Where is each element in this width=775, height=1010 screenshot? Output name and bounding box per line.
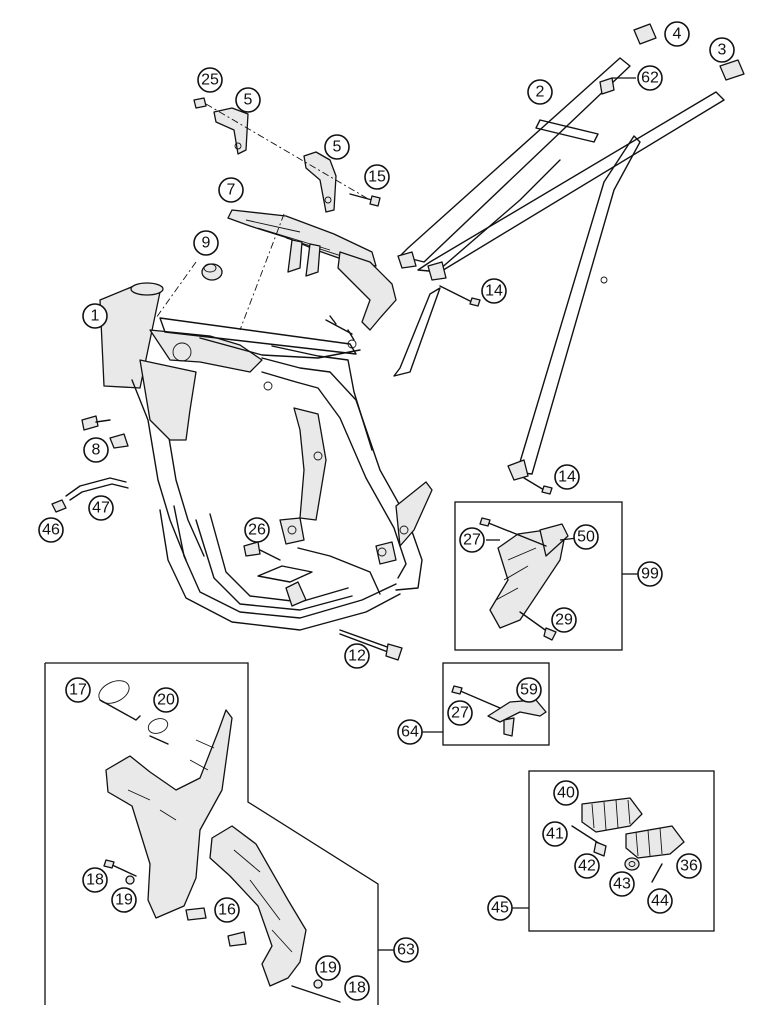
callout-27b: 27 xyxy=(447,700,473,726)
callout-5b: 5 xyxy=(324,134,350,160)
svg-text:46: 46 xyxy=(42,522,60,539)
callout-59: 59 xyxy=(516,677,542,703)
svg-text:19: 19 xyxy=(319,960,337,977)
svg-text:99: 99 xyxy=(641,566,659,583)
callout-47: 47 xyxy=(88,495,114,521)
callout-50: 50 xyxy=(573,524,599,550)
svg-text:1: 1 xyxy=(91,308,100,325)
svg-text:27: 27 xyxy=(451,705,469,722)
callout-62: 62 xyxy=(637,65,663,91)
callout-25: 25 xyxy=(197,67,223,93)
svg-text:40: 40 xyxy=(557,785,575,802)
svg-text:26: 26 xyxy=(248,522,266,539)
callout-43: 43 xyxy=(609,871,635,897)
callout-29: 29 xyxy=(551,607,577,633)
callout-3: 3 xyxy=(709,37,735,63)
svg-text:18: 18 xyxy=(348,980,366,997)
callout-4: 4 xyxy=(664,21,690,47)
callout-19b: 19 xyxy=(315,955,341,981)
svg-text:16: 16 xyxy=(218,902,236,919)
box-45-group xyxy=(528,770,715,932)
svg-text:29: 29 xyxy=(555,612,573,629)
svg-text:62: 62 xyxy=(641,70,659,87)
callout-8: 8 xyxy=(83,437,109,463)
callout-16: 16 xyxy=(214,897,240,923)
svg-text:12: 12 xyxy=(348,648,366,665)
small-parts-left-drawing xyxy=(51,415,403,661)
callout-27a: 27 xyxy=(459,527,485,553)
box-63-group xyxy=(44,662,379,1005)
callout-99: 99 xyxy=(637,561,663,587)
svg-text:27: 27 xyxy=(463,532,481,549)
callout-64: 64 xyxy=(397,719,423,745)
svg-text:19: 19 xyxy=(115,892,133,909)
svg-text:5: 5 xyxy=(244,92,253,109)
callout-2: 2 xyxy=(527,79,553,105)
callout-5a: 5 xyxy=(235,87,261,113)
svg-text:14: 14 xyxy=(558,469,576,486)
svg-text:45: 45 xyxy=(491,900,509,917)
svg-text:4: 4 xyxy=(673,26,682,43)
svg-text:7: 7 xyxy=(227,182,236,199)
svg-text:5: 5 xyxy=(333,139,342,156)
callout-40: 40 xyxy=(553,780,579,806)
callout-17: 17 xyxy=(65,677,91,703)
callout-20: 20 xyxy=(153,687,179,713)
callout-36: 36 xyxy=(676,853,702,879)
callout-46: 46 xyxy=(38,517,64,543)
callout-45: 45 xyxy=(487,895,513,921)
part-7-drawing xyxy=(227,209,397,331)
svg-text:50: 50 xyxy=(577,529,595,546)
svg-text:9: 9 xyxy=(202,235,211,252)
callout-7: 7 xyxy=(218,177,244,203)
callout-12: 12 xyxy=(344,643,370,669)
callout-15: 15 xyxy=(364,164,390,190)
svg-text:25: 25 xyxy=(201,72,219,89)
svg-text:64: 64 xyxy=(401,724,419,741)
svg-text:18: 18 xyxy=(86,872,104,889)
part-5-brackets-drawing xyxy=(193,97,381,213)
svg-text:36: 36 xyxy=(680,858,698,875)
callout-18a: 18 xyxy=(82,867,108,893)
callout-18b: 18 xyxy=(344,975,370,1001)
svg-text:41: 41 xyxy=(546,826,564,843)
callout-9: 9 xyxy=(193,230,219,256)
part-9-drawing xyxy=(155,261,223,319)
svg-text:44: 44 xyxy=(651,893,669,910)
svg-text:14: 14 xyxy=(485,283,503,300)
svg-text:42: 42 xyxy=(578,858,596,875)
callout-26: 26 xyxy=(244,517,270,543)
callout-19a: 19 xyxy=(111,887,137,913)
svg-text:3: 3 xyxy=(718,42,727,59)
svg-text:59: 59 xyxy=(520,682,538,699)
main-frame-drawing xyxy=(99,282,433,631)
svg-text:43: 43 xyxy=(613,876,631,893)
callout-63: 63 xyxy=(393,937,419,963)
box-99-group xyxy=(454,501,623,651)
leader-lines xyxy=(378,77,638,951)
svg-text:8: 8 xyxy=(92,442,101,459)
callout-42: 42 xyxy=(574,853,600,879)
svg-text:47: 47 xyxy=(92,500,110,517)
svg-text:63: 63 xyxy=(397,942,415,959)
box-64-group xyxy=(442,662,550,746)
svg-text:20: 20 xyxy=(157,692,175,709)
svg-text:2: 2 xyxy=(536,84,545,101)
subframe-drawing xyxy=(393,23,745,495)
callout-41: 41 xyxy=(542,821,568,847)
callout-14b: 14 xyxy=(554,464,580,490)
callout-1: 1 xyxy=(82,303,108,329)
callout-44: 44 xyxy=(647,888,673,914)
svg-text:15: 15 xyxy=(368,169,386,186)
callout-14a: 14 xyxy=(481,278,507,304)
svg-text:17: 17 xyxy=(69,682,87,699)
